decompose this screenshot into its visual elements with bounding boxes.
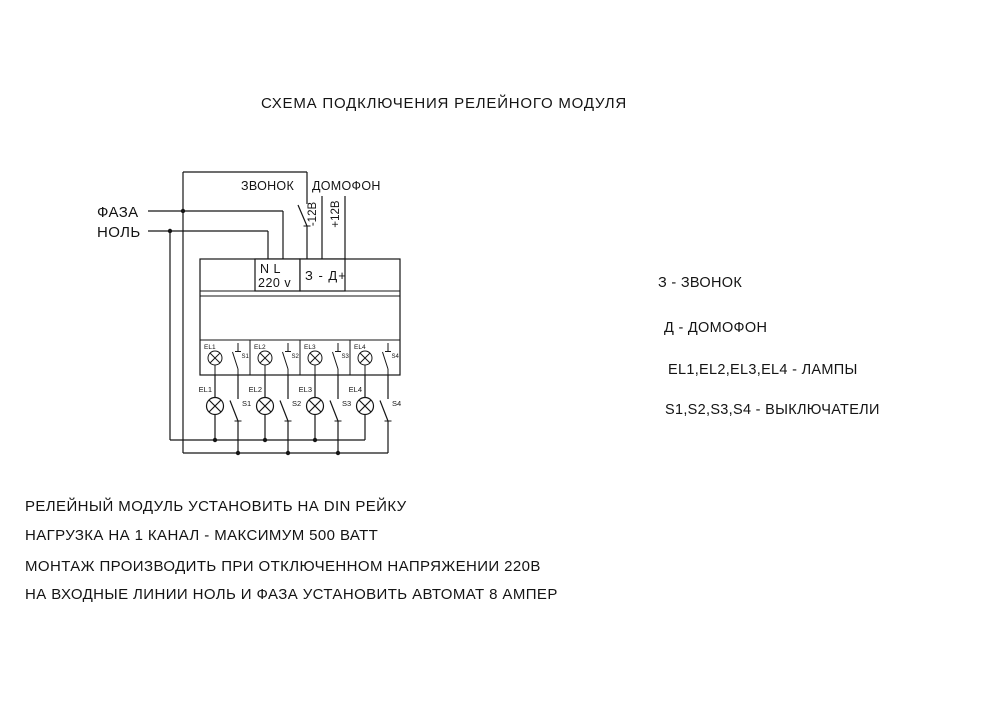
channel-lamp-label: EL2	[254, 344, 266, 351]
junction-dot	[312, 437, 318, 443]
signal-terminal-label: З - Д+	[305, 268, 347, 283]
switch-blade	[379, 400, 389, 422]
channel-lamp-label: EL3	[304, 344, 316, 351]
intercom-minus12-label: -12В	[307, 202, 319, 227]
junction-dot	[285, 450, 291, 456]
junction-dots	[167, 208, 341, 456]
module-channel-4: EL4 S4	[354, 343, 400, 375]
note-max-load: НАГРУЗКА НА 1 КАНАЛ - МАКСИМУМ 500 ВАТТ	[25, 527, 378, 544]
lamp-label: EL4	[349, 385, 362, 394]
relay-contact-icon	[232, 343, 241, 375]
module-channel-1: EL1 S1	[204, 343, 250, 375]
power-terminal-label-line2: 220 v	[258, 276, 291, 290]
lamp-symbol-cross	[358, 399, 372, 413]
channel-switch-label: S1	[242, 354, 250, 360]
channel-switch-label: S3	[342, 354, 350, 360]
switch-label: S4	[392, 399, 401, 408]
channel-lamp-label: EL1	[204, 344, 216, 351]
junction-dot	[235, 450, 241, 456]
switch-blade	[229, 400, 239, 422]
lamp-label: EL2	[249, 385, 262, 394]
switch-label: S3	[342, 399, 351, 408]
legend-item-bell: З - ЗВОНОК	[658, 275, 742, 291]
relay-module: N L 220 v З - Д+ EL1 S1 EL2 S2 EL3	[199, 258, 401, 376]
legend-item-lamps: EL1,EL2,EL3,EL4 - ЛАМПЫ	[668, 362, 858, 378]
power-terminal-label-line1: N L	[260, 262, 281, 276]
channel-lamp-label: EL4	[354, 344, 366, 351]
lamp-icon-cross	[209, 352, 221, 364]
note-power-off: МОНТАЖ ПРОИЗВОДИТЬ ПРИ ОТКЛЮЧЕННОМ НАПРЯ…	[25, 558, 541, 575]
legend-item-switches: S1,S2,S3,S4 - ВЫКЛЮЧАТЕЛИ	[665, 402, 880, 418]
bell-branch	[297, 172, 311, 259]
channel-switch-label: S2	[292, 354, 300, 360]
junction-dot	[180, 208, 186, 214]
lamp-label: EL3	[299, 385, 312, 394]
relay-contact-icon	[282, 343, 291, 375]
lamp-label: EL1	[199, 385, 212, 394]
switch-blade	[279, 400, 289, 422]
lamp-icon-cross	[359, 352, 371, 364]
intercom-branch	[321, 196, 346, 259]
page-title: СХЕМА ПОДКЛЮЧЕНИЯ РЕЛЕЙНОГО МОДУЛЯ	[261, 94, 627, 112]
legend: З - ЗВОНОК Д - ДОМОФОН EL1,EL2,EL3,EL4 -…	[658, 275, 880, 418]
junction-dot	[212, 437, 218, 443]
bell-label: ЗВОНОК	[241, 179, 294, 193]
external-lamps: EL1 EL2 EL3 EL4	[199, 375, 375, 440]
junction-dot	[262, 437, 268, 443]
relay-contact-icon	[332, 343, 341, 375]
bell-switch-blade	[297, 204, 308, 227]
phase-label: ФАЗА	[97, 204, 139, 221]
relay-contact-icon	[382, 343, 391, 375]
switch-label: S2	[292, 399, 301, 408]
note-din-rail: РЕЛЕЙНЫЙ МОДУЛЬ УСТАНОВИТЬ НА DIN РЕЙКУ	[25, 497, 407, 515]
channel-switch-label: S4	[392, 354, 400, 360]
external-switches: S1 S2 S3 S4	[229, 375, 401, 453]
module-channel-2: EL2 S2	[254, 343, 300, 375]
note-breaker: НА ВХОДНЫЕ ЛИНИИ НОЛЬ И ФАЗА УСТАНОВИТЬ …	[25, 586, 558, 603]
switch-blade	[329, 400, 339, 422]
module-channel-3: EL3 S3	[304, 343, 350, 375]
junction-dot	[167, 228, 173, 234]
signal-terminal-box	[299, 258, 346, 292]
lamp-icon-cross	[309, 352, 321, 364]
junction-dot	[335, 450, 341, 456]
lamp-icon-cross	[259, 352, 271, 364]
lamp-symbol-cross	[308, 399, 322, 413]
neutral-label: НОЛЬ	[97, 224, 141, 241]
lamp-symbol-cross	[208, 399, 222, 413]
legend-item-intercom: Д - ДОМОФОН	[664, 320, 767, 336]
intercom-label: ДОМОФОН	[312, 179, 381, 193]
intercom-plus12-label: +12В	[330, 200, 342, 228]
installation-notes: РЕЛЕЙНЫЙ МОДУЛЬ УСТАНОВИТЬ НА DIN РЕЙКУ …	[25, 497, 558, 603]
lamp-symbol-cross	[258, 399, 272, 413]
switch-label: S1	[242, 399, 251, 408]
